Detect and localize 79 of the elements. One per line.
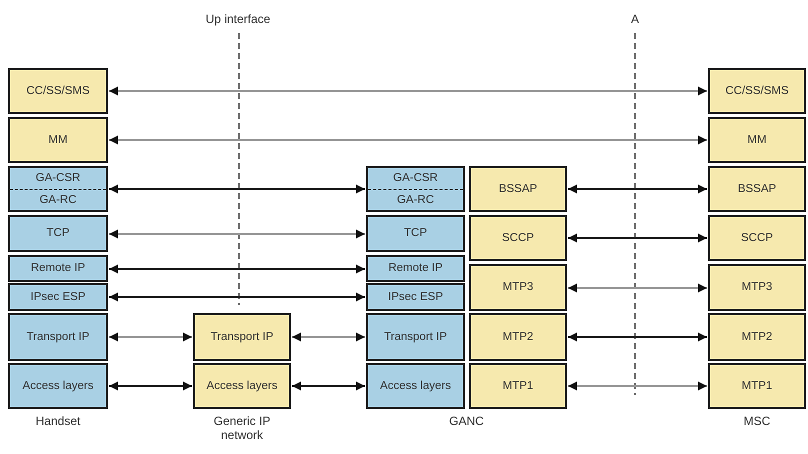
layer-label: GA-RC — [396, 192, 434, 207]
layer-label: MM — [47, 134, 69, 146]
layer-label: GA-RC — [39, 192, 77, 207]
double-arrow — [109, 264, 365, 274]
layer-label: MTP1 — [502, 380, 534, 392]
layer-label: TCP — [403, 227, 428, 240]
stack-caption: Generic IP network — [212, 414, 272, 442]
protocol-layer-box — [708, 215, 806, 261]
layer-label: IPsec ESP — [387, 290, 444, 303]
stack-caption: Handset — [36, 414, 80, 428]
layer-label: Transport IP — [210, 330, 274, 343]
layer-label: CC/SS/SMS — [25, 84, 91, 97]
stack-caption: GANC — [449, 414, 484, 428]
double-arrow — [109, 184, 365, 194]
protocol-layer-box — [366, 215, 465, 252]
double-arrow — [568, 382, 707, 390]
protocol-layer-box — [8, 68, 108, 114]
protocol-layer-box — [708, 117, 806, 163]
layer-label: Transport IP — [383, 330, 448, 343]
layer-label: Access layers — [379, 380, 452, 392]
protocol-layer-box — [469, 313, 567, 361]
double-arrow — [292, 382, 365, 390]
double-arrow — [568, 184, 707, 194]
layer-label: BSSAP — [498, 182, 538, 195]
protocol-layer-box — [708, 313, 806, 361]
layer-label: IPsec ESP — [30, 290, 86, 303]
interface-label: Up interface — [206, 12, 270, 26]
layer-label: MTP3 — [740, 281, 774, 294]
double-arrow — [568, 234, 707, 242]
protocol-layer-box — [366, 166, 465, 212]
double-arrow — [109, 292, 365, 302]
double-arrow — [109, 136, 707, 144]
layer-label: Access layers — [206, 380, 278, 392]
layer-label: MTP1 — [740, 380, 774, 392]
protocol-layer-box — [8, 117, 108, 163]
protocol-layer-box — [193, 313, 291, 361]
protocol-layer-box — [193, 363, 291, 409]
double-arrow — [109, 382, 192, 390]
protocol-layer-box — [8, 166, 108, 212]
protocol-layer-box — [366, 283, 465, 311]
layer-label: MTP2 — [740, 330, 774, 343]
layer-label: CC/SS/SMS — [724, 84, 790, 97]
double-arrow — [292, 332, 365, 342]
protocol-layer-box — [469, 363, 567, 409]
layer-label: Transport IP — [26, 330, 90, 343]
layer-label: GA-CSR — [393, 171, 438, 186]
double-arrow — [568, 284, 707, 292]
layer-label: Remote IP — [30, 262, 86, 274]
layer-label: SCCP — [501, 232, 535, 244]
protocol-layer-box — [469, 166, 567, 212]
protocol-layer-box — [8, 255, 108, 282]
interface-label: A — [630, 12, 639, 26]
layer-label: SCCP — [740, 232, 774, 244]
layer-label: MM — [746, 134, 768, 146]
double-arrow — [109, 332, 192, 342]
protocol-layer-box — [469, 215, 567, 261]
protocol-layer-box — [366, 363, 465, 409]
layer-label: MTP2 — [502, 330, 534, 343]
protocol-layer-box — [469, 264, 567, 311]
layer-label: GA-CSR — [36, 171, 80, 186]
protocol-layer-box — [366, 313, 465, 361]
protocol-layer-box — [8, 313, 108, 361]
protocol-layer-box — [708, 166, 806, 212]
double-arrow — [109, 230, 365, 238]
layer-label: Access layers — [22, 380, 94, 392]
protocol-layer-box — [8, 283, 108, 311]
double-arrow — [109, 86, 707, 96]
layer-label: TCP — [46, 227, 70, 240]
protocol-layer-box — [366, 255, 465, 282]
layer-label: Remote IP — [387, 262, 444, 274]
protocol-layer-box — [8, 215, 108, 252]
layer-label: BSSAP — [736, 182, 778, 195]
stack-caption: MSC — [744, 414, 770, 428]
double-arrow — [568, 332, 707, 342]
protocol-layer-box — [708, 68, 806, 114]
protocol-layer-box — [8, 363, 108, 409]
protocol-layer-box — [708, 363, 806, 409]
protocol-layer-box — [708, 264, 806, 311]
layer-label: MTP3 — [502, 281, 534, 294]
